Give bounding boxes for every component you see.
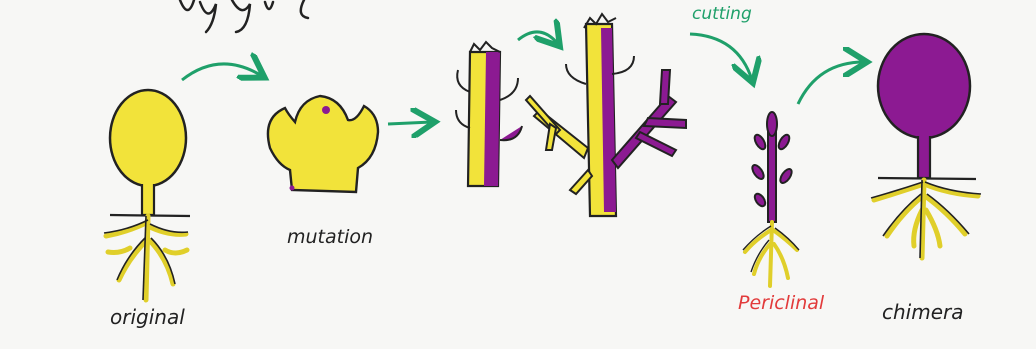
- label-chimera: chimera: [882, 300, 964, 324]
- mutation-bud: [268, 96, 378, 192]
- original-plant: [104, 90, 190, 300]
- arrow-sectoral-to-branched: [518, 32, 558, 44]
- sectoral-shoot: [456, 42, 522, 186]
- label-original: original: [110, 305, 185, 329]
- cropped-top-text: [180, 0, 308, 32]
- arrow-periclinal-to-chimera: [798, 62, 864, 104]
- arrow-cutting: [690, 34, 752, 80]
- periclinal-cutting: [743, 112, 799, 286]
- chimera-plant: [871, 34, 981, 258]
- label-periclinal: Periclinal: [738, 292, 824, 314]
- arrow-mutation-to-sectoral: [388, 122, 432, 124]
- arrow-original-to-mutation: [182, 64, 262, 80]
- branched-stem: [526, 14, 686, 216]
- label-mutation: mutation: [287, 226, 373, 248]
- label-cutting: cutting: [692, 4, 752, 24]
